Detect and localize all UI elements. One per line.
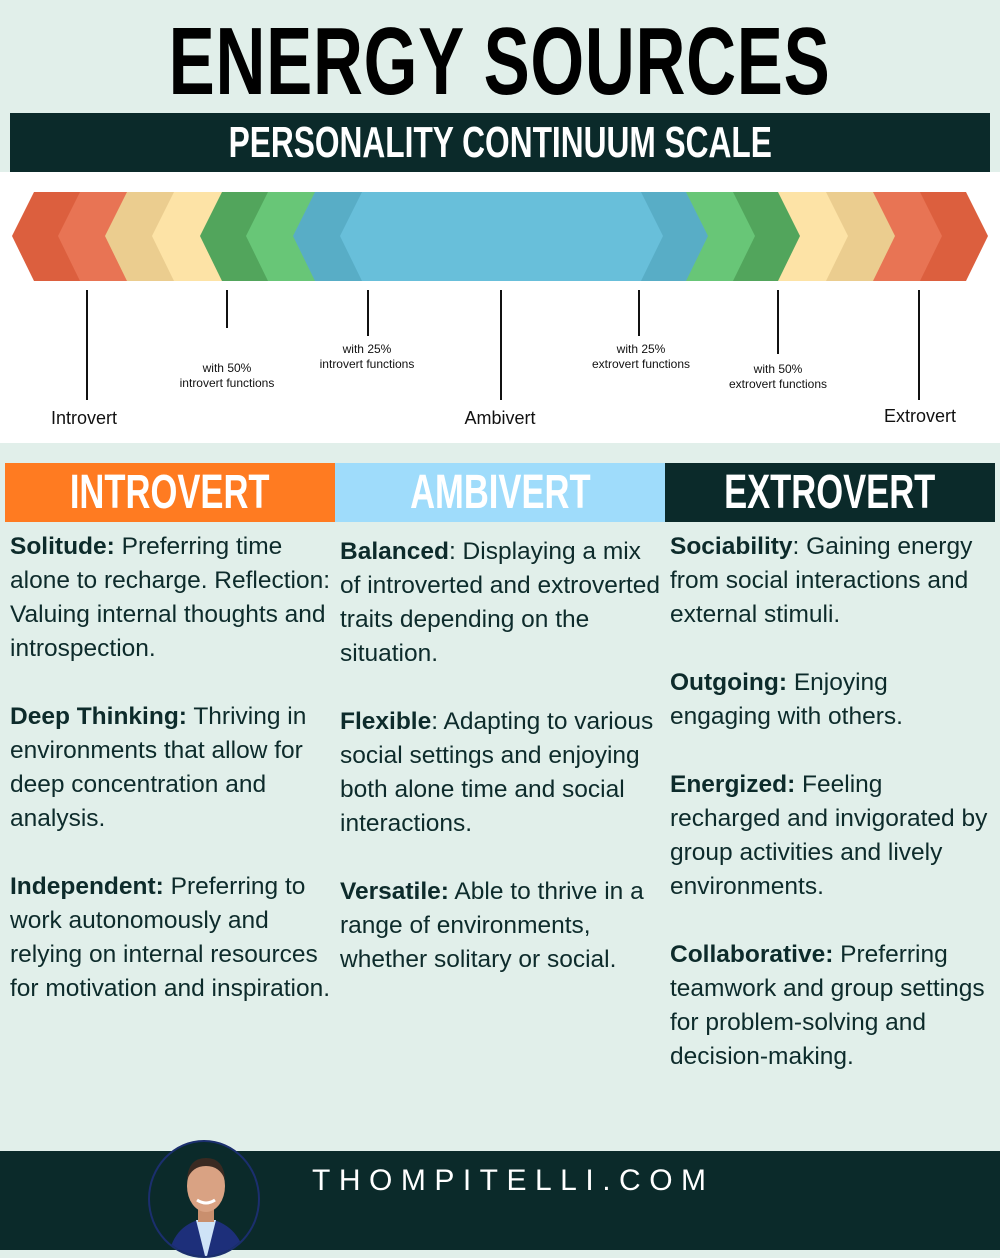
- trait-description: Thriving in environments that allow for …: [10, 703, 307, 832]
- subtitle-bar: PERSONALITY CONTINUUM SCALE: [10, 113, 990, 172]
- trait-item: Sociability: Gaining energy from social …: [670, 530, 992, 632]
- trait-description: Enjoying engaging with others.: [670, 669, 903, 730]
- label-extrovert: Extrovert: [883, 406, 957, 426]
- trait-description: Preferring to work autonomously and rely…: [10, 873, 331, 1002]
- trait-description: : Adapting to various social settings an…: [340, 708, 654, 837]
- continuum-arrow-strip: [12, 192, 988, 281]
- trait-term: Sociability: [670, 533, 793, 560]
- trait-description: Able to thrive in a range of environment…: [340, 878, 644, 973]
- tick-introvert: [86, 290, 88, 400]
- extrovert-traits: Sociability: Gaining energy from social …: [670, 530, 992, 1108]
- introvert-traits: Solitude: Preferring time alone to recha…: [10, 530, 335, 1040]
- extrovert-header: EXTROVERT: [665, 463, 995, 522]
- trait-item: Solitude: Preferring time alone to recha…: [10, 530, 335, 666]
- trait-item: Versatile: Able to thrive in a range of …: [340, 875, 665, 977]
- continuum-scale: Introvert Ambivert Extrovert with 50%int…: [0, 172, 1000, 443]
- trait-term: Energized:: [670, 771, 796, 798]
- trait-term: Deep Thinking:: [10, 703, 187, 730]
- label-extro25: with 25%extrovert functions: [592, 342, 690, 372]
- header-text: INTROVERT: [70, 466, 270, 519]
- title-text: ENERGY SOURCES: [169, 8, 831, 115]
- label-line: with 50%: [202, 361, 252, 375]
- trait-description: : Gaining energy from social interaction…: [670, 533, 973, 628]
- label-line: introvert functions: [319, 357, 415, 371]
- header-text: EXTROVERT: [724, 466, 936, 519]
- trait-description: Preferring teamwork and group settings f…: [670, 941, 985, 1070]
- label-line: extrovert functions: [591, 357, 691, 371]
- page-title: ENERGY SOURCES: [0, 14, 1000, 110]
- label-introvert: Introvert: [50, 408, 118, 428]
- trait-item: Energized: Feeling recharged and invigor…: [670, 768, 992, 904]
- trait-description: Preferring time alone to recharge. Refle…: [10, 533, 331, 662]
- trait-item: Outgoing: Enjoying engaging with others.: [670, 666, 992, 734]
- trait-item: Collaborative: Preferring teamwork and g…: [670, 938, 992, 1074]
- trait-term: Versatile:: [340, 878, 449, 905]
- label-line: with 50%: [753, 362, 803, 376]
- label-line: with 25%: [342, 342, 392, 356]
- avatar: [148, 1140, 260, 1258]
- trait-description: : Displaying a mix of introverted and ex…: [340, 538, 661, 667]
- trait-term: Collaborative:: [670, 941, 834, 968]
- ambivert-traits: Balanced: Displaying a mix of introverte…: [340, 535, 665, 1011]
- trait-term: Balanced: [340, 538, 449, 565]
- label-line: with 25%: [616, 342, 666, 356]
- label-extro50: with 50%extrovert functions: [729, 362, 827, 392]
- tick-ambivert: [500, 290, 502, 400]
- subtitle: PERSONALITY CONTINUUM SCALE: [228, 118, 772, 167]
- person-photo-icon: [168, 1158, 246, 1256]
- trait-item: Balanced: Displaying a mix of introverte…: [340, 535, 665, 671]
- label-line: introvert functions: [179, 376, 275, 390]
- label-line: extrovert functions: [728, 377, 828, 391]
- tick-extro25: [638, 290, 640, 336]
- header-text: AMBIVERT: [409, 466, 591, 519]
- introvert-header: INTROVERT: [5, 463, 335, 522]
- tick-intro25: [367, 290, 369, 336]
- trait-item: Independent: Preferring to work autonomo…: [10, 870, 335, 1006]
- label-intro50: with 50%introvert functions: [180, 361, 275, 391]
- trait-term: Independent:: [10, 873, 164, 900]
- ambivert-header: AMBIVERT: [335, 463, 665, 522]
- tick-extro50: [777, 290, 779, 354]
- trait-item: Deep Thinking: Thriving in environments …: [10, 700, 335, 836]
- trait-description: Feeling recharged and invigorated by gro…: [670, 771, 988, 900]
- trait-term: Solitude:: [10, 533, 115, 560]
- trait-term: Outgoing:: [670, 669, 788, 696]
- label-intro25: with 25%introvert functions: [320, 342, 415, 372]
- website-link[interactable]: THOMPITELLI.COM: [312, 1164, 715, 1197]
- tick-intro50: [226, 290, 228, 328]
- trait-item: Flexible: Adapting to various social set…: [340, 705, 665, 841]
- tick-extrovert: [918, 290, 920, 400]
- label-ambivert: Ambivert: [464, 408, 536, 428]
- center-ambivert-segment: [340, 192, 663, 281]
- trait-term: Flexible: [340, 708, 432, 735]
